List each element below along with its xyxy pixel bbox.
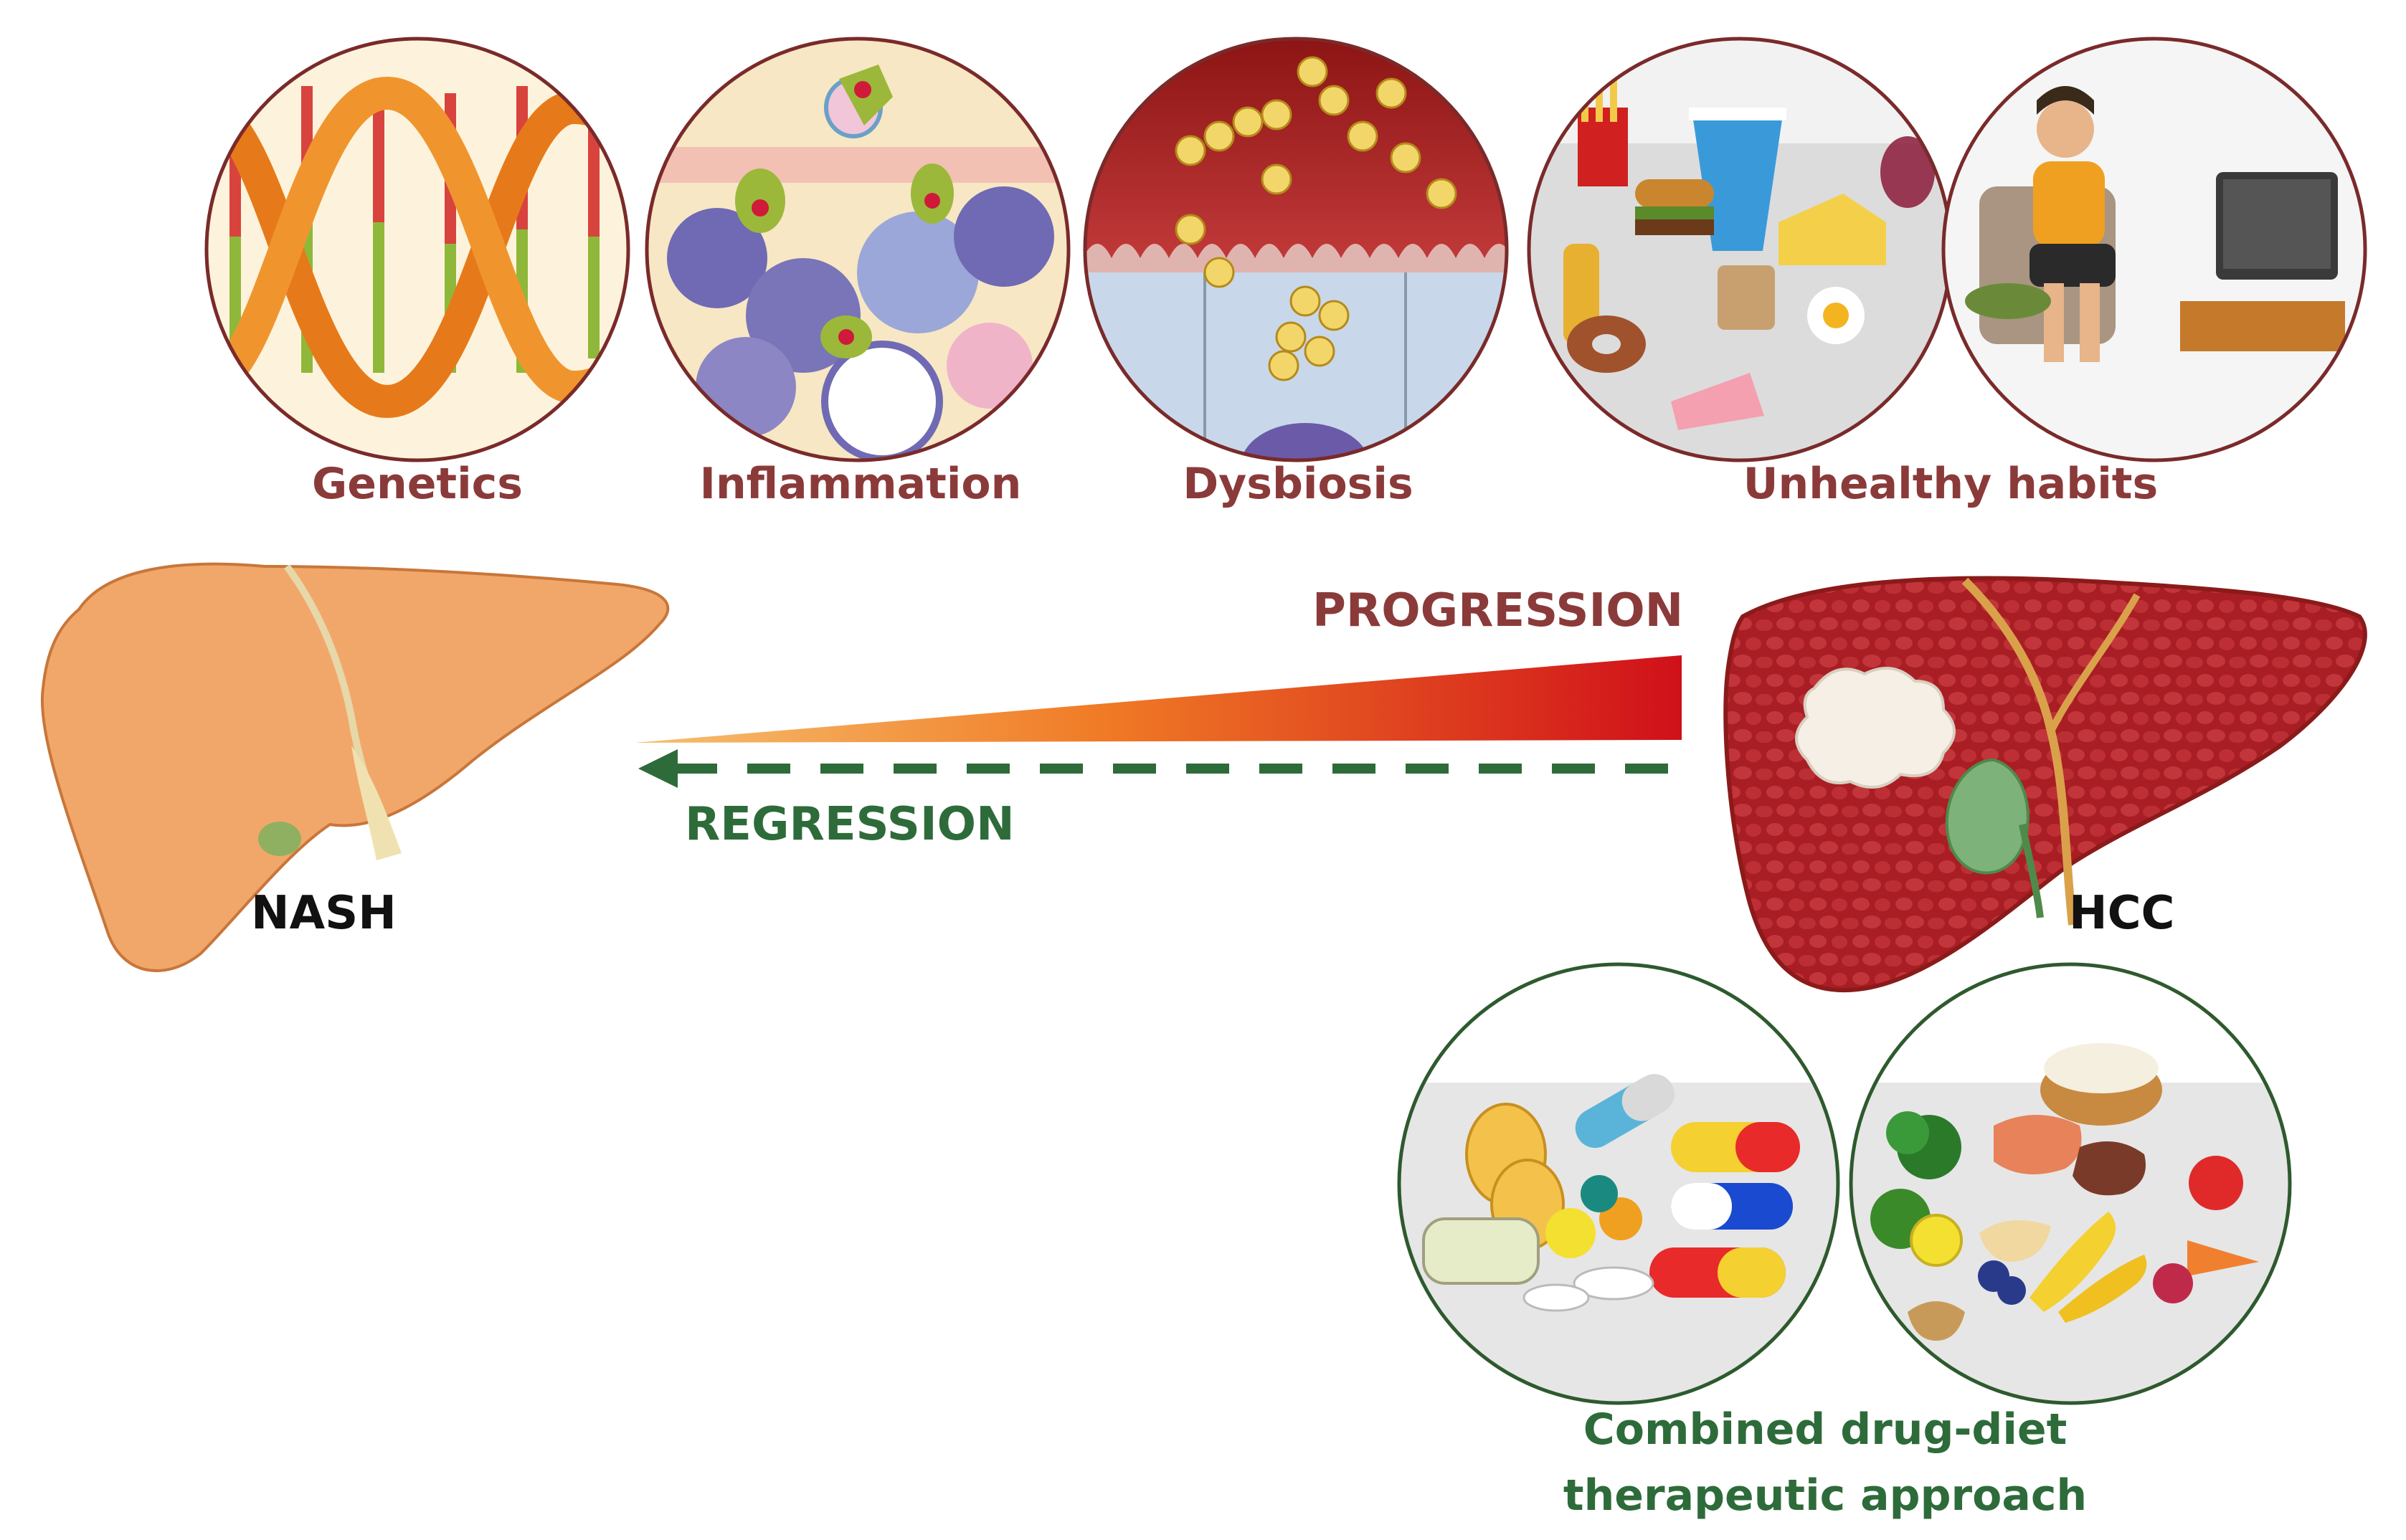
label-dysbiosis: Dysbiosis bbox=[1183, 459, 1413, 509]
inflammation-illustration bbox=[645, 37, 1071, 462]
drugs-illustration bbox=[1397, 962, 1840, 1405]
hcc-liver-illustration bbox=[1723, 576, 2367, 993]
genetics-illustration bbox=[204, 37, 630, 462]
genetics-frame bbox=[204, 37, 630, 462]
progression-wedge bbox=[635, 655, 1682, 743]
sedentary-illustration bbox=[1941, 37, 2367, 462]
label-genetics: Genetics bbox=[312, 459, 523, 509]
healthy-diet-frame bbox=[1849, 962, 2292, 1405]
label-progression: PROGRESSION bbox=[1312, 584, 1684, 637]
label-nash: NASH bbox=[251, 887, 397, 940]
drugs-frame bbox=[1397, 962, 1840, 1405]
therapy-caption-line1: Combined drug-diet bbox=[1583, 1404, 2068, 1455]
therapy-caption-line2: therapeutic approach bbox=[1563, 1470, 2088, 1521]
label-unhealthy-habits: Unhealthy habits bbox=[1743, 459, 2159, 509]
healthy-diet-illustration bbox=[1849, 962, 2292, 1405]
nash-liver-illustration bbox=[40, 562, 670, 972]
junk-food-illustration bbox=[1527, 37, 1953, 462]
label-regression: REGRESSION bbox=[685, 798, 1015, 851]
dysbiosis-frame bbox=[1083, 37, 1509, 462]
sedentary-frame bbox=[1941, 37, 2367, 462]
regression-arrowhead bbox=[638, 749, 678, 788]
inflammation-frame bbox=[645, 37, 1071, 462]
label-inflammation: Inflammation bbox=[699, 459, 1022, 509]
label-hcc: HCC bbox=[2069, 887, 2175, 940]
dysbiosis-illustration bbox=[1083, 37, 1509, 462]
therapy-caption: Combined drug-diet therapeutic approach bbox=[1563, 1397, 2087, 1529]
